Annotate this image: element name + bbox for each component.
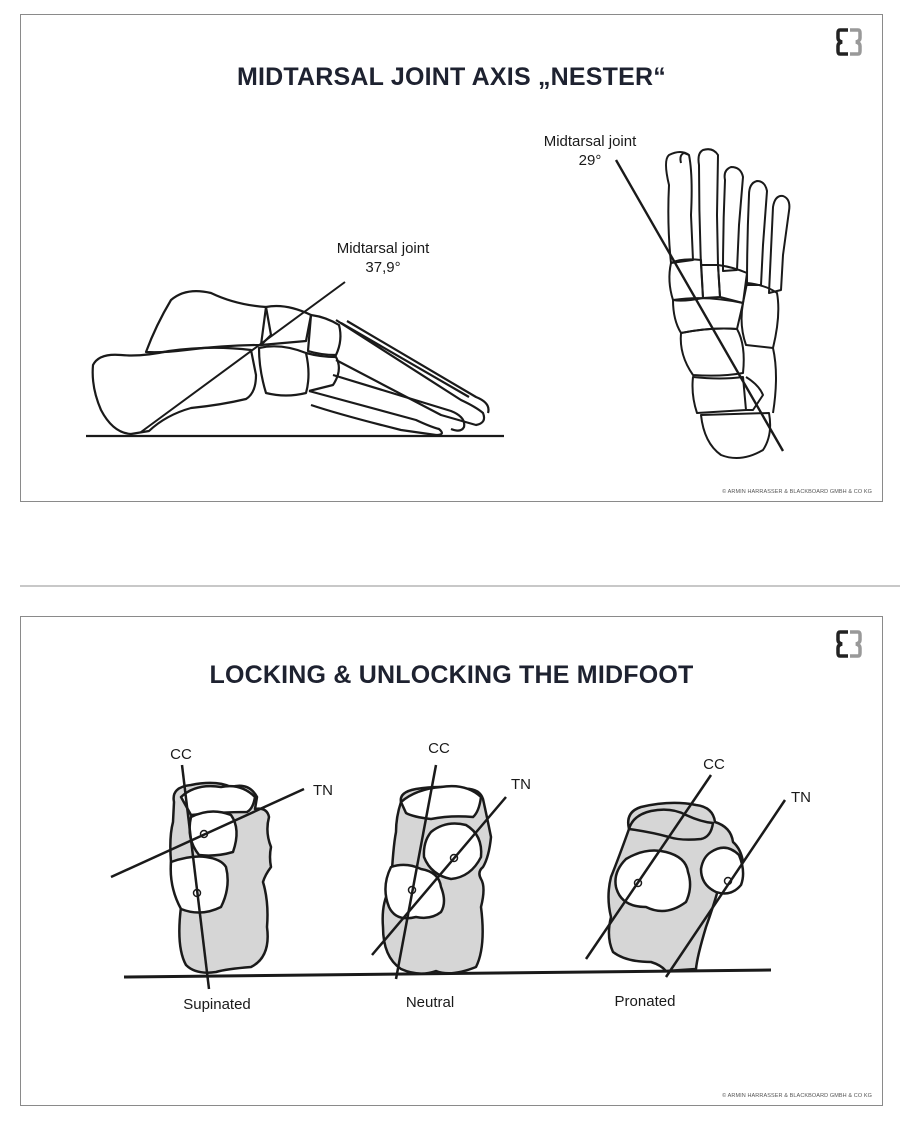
neutral-tn-label: TN [511, 776, 531, 793]
dorsal-axis-label: Midtarsal joint [544, 133, 637, 150]
dorsal-axis [614, 159, 785, 452]
slide-locking-unlocking-midfoot: LOCKING & UNLOCKING THE MIDFOOT CC TN Su… [20, 616, 883, 1106]
pronated-position-label: Pronated [615, 993, 676, 1010]
brand-logo-icon [836, 630, 862, 658]
brand-logo-icon [836, 28, 862, 56]
pronated-tn-label: TN [791, 789, 811, 806]
lateral-axis [140, 281, 346, 433]
neutral-diagram [371, 764, 507, 980]
supinated-position-label: Supinated [183, 996, 251, 1013]
lateral-axis-label: Midtarsal joint [337, 240, 430, 257]
dorsal-axis-angle: 29° [579, 152, 602, 169]
dorsal-foot-skeleton [665, 148, 791, 460]
neutral-cc-label: CC [428, 740, 450, 757]
neutral-position-label: Neutral [406, 994, 454, 1011]
lateral-foot-skeleton [86, 290, 504, 438]
supinated-tn-label: TN [313, 782, 333, 799]
slide-title: MIDTARSAL JOINT AXIS „NESTER“ [237, 63, 666, 91]
pronated-cc-label: CC [703, 756, 725, 773]
copyright-notice: © ARMIN HARRASSER & BLACKBOARD GMBH & CO… [722, 489, 872, 495]
copyright-notice: © ARMIN HARRASSER & BLACKBOARD GMBH & CO… [722, 1093, 872, 1099]
midfoot-position-diagrams: CC TN Supinated CC TN Neutral CC [110, 740, 811, 1013]
lateral-axis-angle: 37,9° [365, 259, 400, 276]
slide-divider [20, 585, 900, 587]
supinated-diagram [110, 764, 305, 990]
foot-illustrations: Midtarsal joint 37,9° Midtarsal j [86, 133, 791, 460]
supinated-cc-label: CC [170, 746, 192, 763]
slide-title: LOCKING & UNLOCKING THE MIDFOOT [209, 661, 694, 689]
slide-midtarsal-joint-axis: MIDTARSAL JOINT AXIS „NESTER“ [20, 14, 883, 502]
pronated-diagram [584, 774, 787, 978]
